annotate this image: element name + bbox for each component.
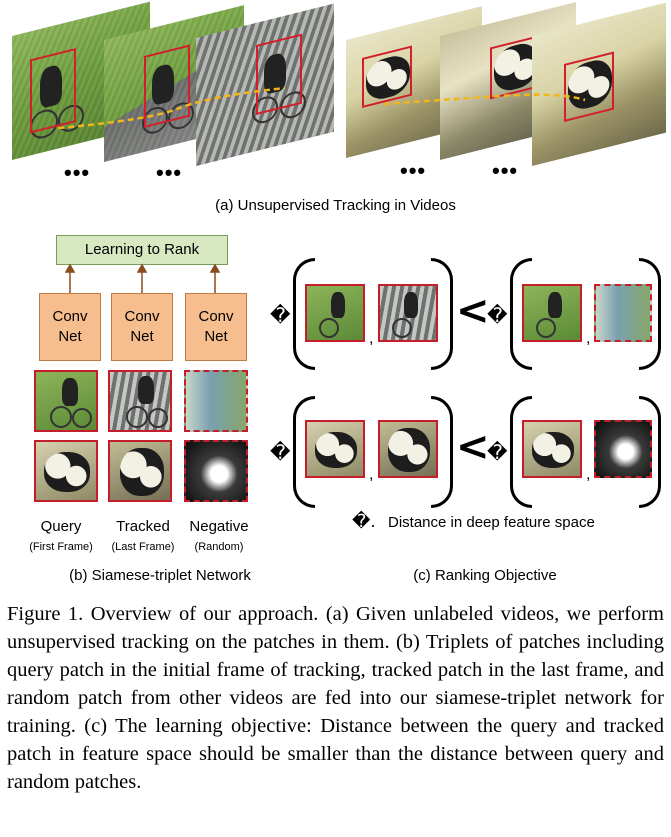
learning-to-rank-box: Learning to Rank <box>56 235 228 265</box>
right-paren <box>639 396 661 508</box>
label-query: Query <box>40 518 82 535</box>
panel-b-caption: (b) Siamese-triplet Network <box>69 567 251 584</box>
query-patch <box>522 420 582 478</box>
query-patch <box>305 284 365 342</box>
legend-text: Distance in deep feature space <box>388 514 595 531</box>
track-path-right <box>383 93 586 106</box>
distance-symbol: � <box>487 305 508 327</box>
query-patch <box>522 284 582 342</box>
ellipsis: ••• <box>492 158 519 183</box>
figure-caption: Figure 1. Overview of our approach. (a) … <box>7 603 664 793</box>
convnet-label: Net <box>58 328 82 345</box>
ellipsis: ••• <box>400 158 427 183</box>
query-patch-bike <box>34 370 98 432</box>
negative-patch <box>594 420 652 478</box>
distance-symbol: � <box>270 442 291 464</box>
tracked-patch-cat <box>108 440 172 502</box>
right-paren <box>431 258 453 370</box>
convnet-label: Net <box>130 328 154 345</box>
ellipsis: ••• <box>64 160 91 185</box>
less-than: < <box>456 424 490 470</box>
legend-symbol: �. <box>352 511 376 531</box>
negative-patch-cat <box>184 440 248 502</box>
tracked-patch <box>378 284 438 342</box>
convnet-label: Conv <box>198 308 234 325</box>
less-than: < <box>456 288 490 334</box>
right-paren <box>431 396 453 508</box>
convnet-query: Conv Net <box>39 293 101 361</box>
sublabel-negative: (Random) <box>194 541 244 553</box>
distance-symbol: � <box>487 442 508 464</box>
comma: , <box>586 330 591 347</box>
negative-patch <box>594 284 652 342</box>
convnet-label: Conv <box>124 308 160 325</box>
negative-patch-bike <box>184 370 248 432</box>
query-patch <box>305 420 365 478</box>
panel-c-caption: (c) Ranking Objective <box>413 567 557 584</box>
comma: , <box>369 466 374 483</box>
query-patch-cat <box>34 440 98 502</box>
comma: , <box>586 466 591 483</box>
track-path-left <box>57 86 286 130</box>
convnet-negative: Conv Net <box>185 293 247 361</box>
ellipsis: ••• <box>156 160 183 185</box>
convnet-tracked: Conv Net <box>111 293 173 361</box>
label-tracked: Tracked <box>116 518 170 535</box>
arrows <box>64 263 221 293</box>
convnet-label: Net <box>204 328 228 345</box>
right-paren <box>639 258 661 370</box>
tracked-patch <box>378 420 438 478</box>
panel-a-caption: (a) Unsupervised Tracking in Videos <box>215 197 456 214</box>
distance-symbol: � <box>270 305 291 327</box>
sublabel-query: (First Frame) <box>29 541 93 553</box>
comma: , <box>369 330 374 347</box>
tracked-patch-bike <box>108 370 172 432</box>
label-negative: Negative <box>189 518 249 535</box>
sublabel-tracked: (Last Frame) <box>111 541 175 553</box>
convnet-label: Conv <box>52 308 88 325</box>
